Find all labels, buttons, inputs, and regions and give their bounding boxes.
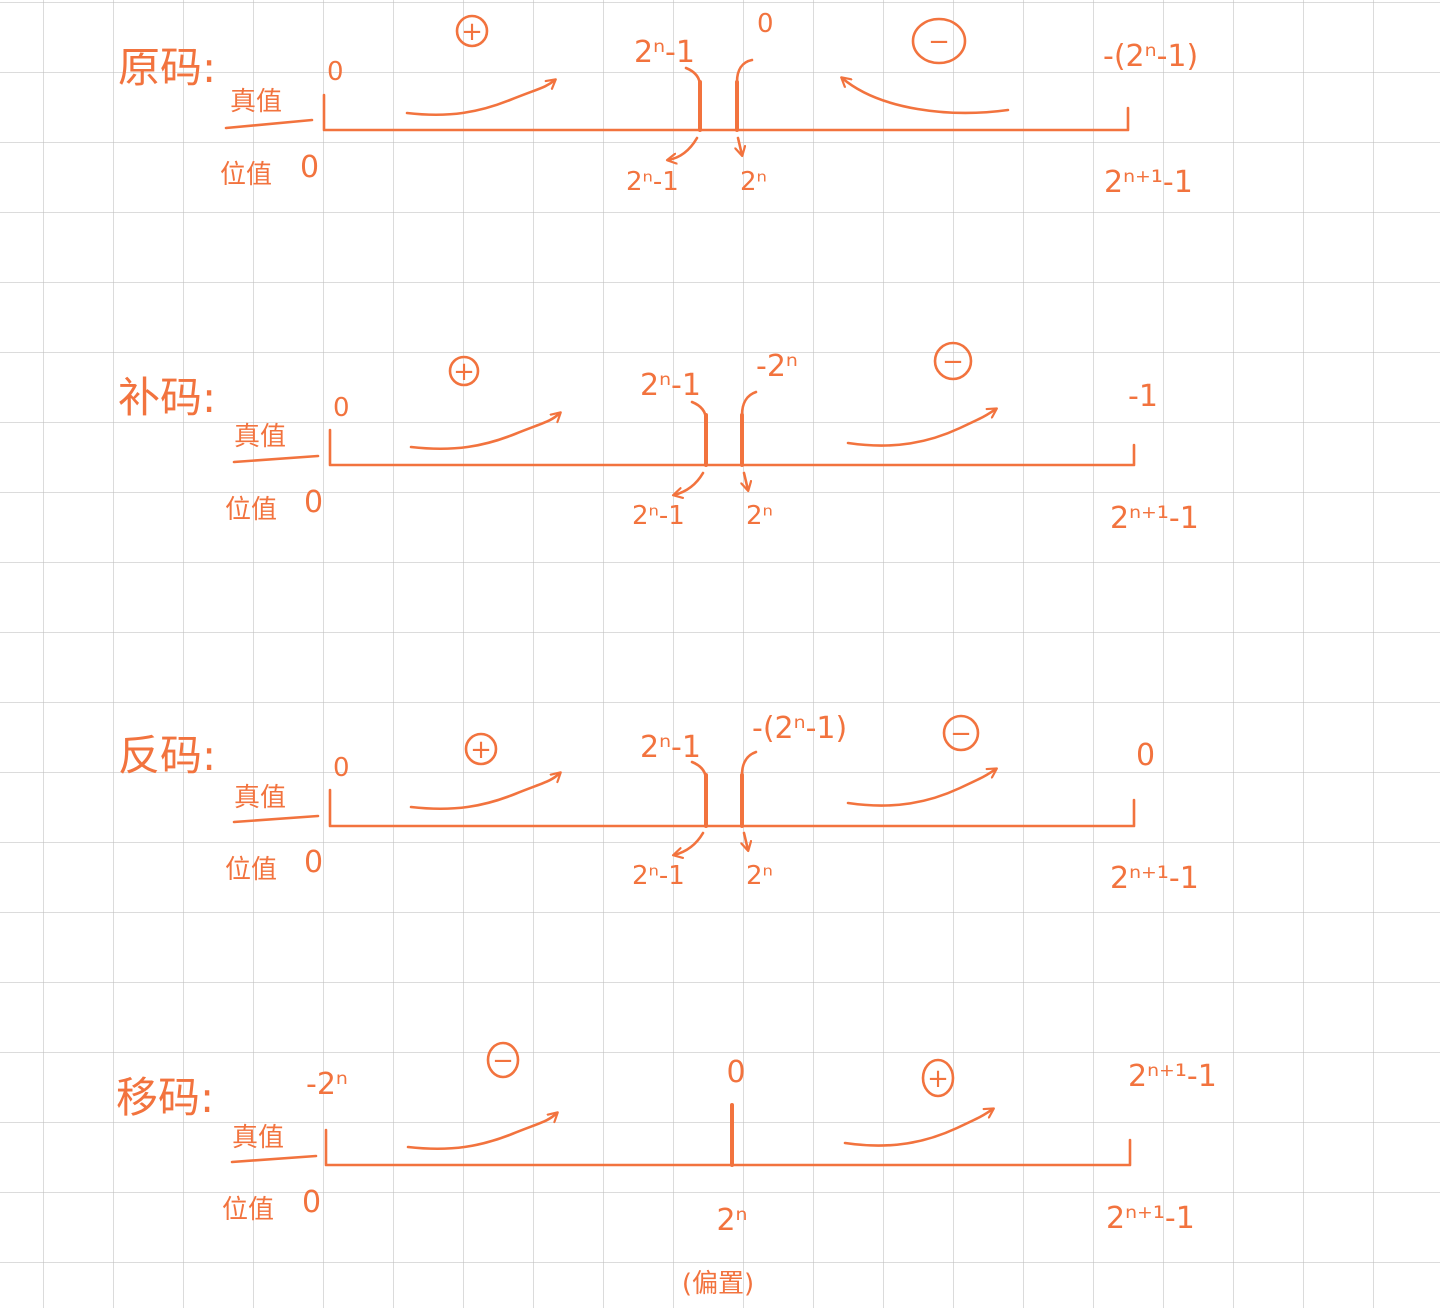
sign-circle-left — [455, 14, 489, 48]
mid-right-top: -2ⁿ — [756, 349, 798, 384]
pointer-mid-left-top — [690, 400, 708, 422]
section-ones-complement: 反码: 真值 位值 0 0 + − 2ⁿ-1 -(2ⁿ-1) 2ⁿ-1 2ⁿ 0… — [118, 711, 1199, 896]
number-axis — [322, 93, 1130, 132]
section-title: 补码: — [118, 373, 216, 422]
bit-right-value: 2ⁿ⁺¹-1 — [1104, 165, 1193, 200]
sign-right: + — [927, 1064, 949, 1094]
section-title: 移码: — [116, 1073, 214, 1122]
mid-left-top: 2ⁿ-1 — [634, 35, 695, 70]
true-value-label: 真值 — [234, 422, 286, 452]
gap-marks — [698, 80, 739, 132]
increase-arrow-left — [409, 413, 560, 451]
mid-bottom: 2ⁿ — [716, 1203, 747, 1238]
bit-right-value: 2ⁿ⁺¹-1 — [1110, 501, 1199, 536]
pointer-mid-left-bottom — [674, 831, 705, 855]
pointer-mid-right-bottom — [738, 136, 742, 155]
label-underline — [232, 454, 320, 464]
true-left-value: 0 — [333, 753, 350, 783]
bias-note: (偏置) — [682, 1269, 754, 1299]
sign-circle-right — [942, 714, 980, 752]
bit-left-value: 0 — [304, 485, 323, 520]
sign-circle-right — [911, 17, 967, 65]
true-left-value: -2ⁿ — [306, 1067, 348, 1102]
label-underline — [230, 1154, 318, 1164]
number-axis — [324, 1128, 1132, 1167]
increase-arrow-left — [409, 773, 560, 811]
number-axis — [328, 788, 1136, 828]
true-left-value: 0 — [327, 57, 344, 87]
section-sign-magnitude: 原码: 真值 位值 0 0 + − 2ⁿ-1 0 2ⁿ-1 2ⁿ -(2ⁿ-1)… — [118, 9, 1198, 200]
sign-left: + — [453, 357, 475, 387]
true-value-label: 真值 — [232, 1123, 284, 1153]
pointer-mid-right-top — [740, 750, 758, 777]
mid-right-bottom: 2ⁿ — [740, 167, 767, 197]
pointer-mid-right-top — [740, 390, 758, 417]
bit-value-label: 位值 — [225, 495, 277, 525]
sign-circle-right — [933, 341, 973, 381]
bit-value-label: 位值 — [222, 1195, 274, 1225]
true-value-label: 真值 — [230, 87, 282, 117]
mid-right-top: 0 — [757, 9, 774, 39]
bit-value-label: 位值 — [225, 855, 277, 885]
mid-right-top: -(2ⁿ-1) — [752, 711, 847, 746]
sign-right: − — [928, 27, 950, 57]
true-right-value: -1 — [1128, 379, 1158, 414]
increase-arrow-right — [846, 409, 996, 447]
sign-right: − — [950, 719, 972, 749]
section-excess-code: 移码: 真值 位值 0 -2ⁿ − + 0 2ⁿ (偏置) 2ⁿ⁺¹-1 2ⁿ⁺… — [116, 1041, 1217, 1299]
label-underline — [232, 814, 320, 824]
sign-left: − — [492, 1046, 514, 1076]
sign-circle-right — [921, 1058, 955, 1098]
increase-arrow-left — [406, 1113, 557, 1151]
mid-right-bottom: 2ⁿ — [746, 501, 773, 531]
pointer-mid-right-top — [735, 58, 754, 84]
sign-circle-left — [464, 732, 498, 766]
increase-arrow-right — [842, 78, 1010, 115]
mid-left-top: 2ⁿ-1 — [640, 368, 701, 403]
mid-right-bottom: 2ⁿ — [746, 861, 773, 891]
true-right-value: 2ⁿ⁺¹-1 — [1128, 1059, 1217, 1094]
section-title: 反码: — [118, 731, 216, 780]
gap-marks — [704, 413, 744, 467]
mid-top: 0 — [726, 1055, 745, 1090]
mid-left-bottom: 2ⁿ-1 — [632, 861, 685, 891]
true-left-value: 0 — [333, 393, 350, 423]
bit-right-value: 2ⁿ⁺¹-1 — [1110, 861, 1199, 896]
increase-arrow-left — [405, 80, 555, 117]
section-twos-complement: 补码: 真值 位值 0 0 + − 2ⁿ-1 -2ⁿ 2ⁿ-1 2ⁿ -1 2ⁿ… — [118, 341, 1199, 536]
true-value-label: 真值 — [234, 783, 286, 813]
label-underline — [224, 118, 314, 130]
increase-arrow-right — [843, 1109, 993, 1147]
sign-right: − — [942, 347, 964, 377]
increase-arrow-right — [846, 769, 996, 807]
sign-left: + — [470, 735, 492, 765]
mid-left-top: 2ⁿ-1 — [640, 730, 701, 765]
section-title: 原码: — [118, 43, 216, 92]
bit-left-value: 0 — [300, 150, 319, 185]
mid-left-bottom: 2ⁿ-1 — [632, 501, 685, 531]
bit-right-value: 2ⁿ⁺¹-1 — [1106, 1201, 1195, 1236]
true-right-value: 0 — [1136, 738, 1155, 773]
pointer-mid-left-top — [684, 66, 702, 88]
pointer-mid-right-bottom — [744, 831, 748, 850]
pointer-mid-left-bottom — [674, 471, 705, 495]
bit-left-value: 0 — [302, 1185, 321, 1220]
sign-left: + — [461, 17, 483, 47]
pointer-mid-left-bottom — [668, 136, 699, 160]
sign-circle-left — [448, 355, 480, 387]
pointer-mid-right-bottom — [744, 471, 748, 490]
bit-value-label: 位值 — [220, 160, 272, 190]
pointer-mid-left-top — [690, 760, 708, 782]
number-axis — [328, 428, 1136, 467]
mid-left-bottom: 2ⁿ-1 — [626, 167, 679, 197]
gap-marks — [704, 773, 744, 828]
true-right-value: -(2ⁿ-1) — [1103, 39, 1198, 74]
bit-left-value: 0 — [304, 845, 323, 880]
sign-circle-left — [486, 1041, 520, 1079]
